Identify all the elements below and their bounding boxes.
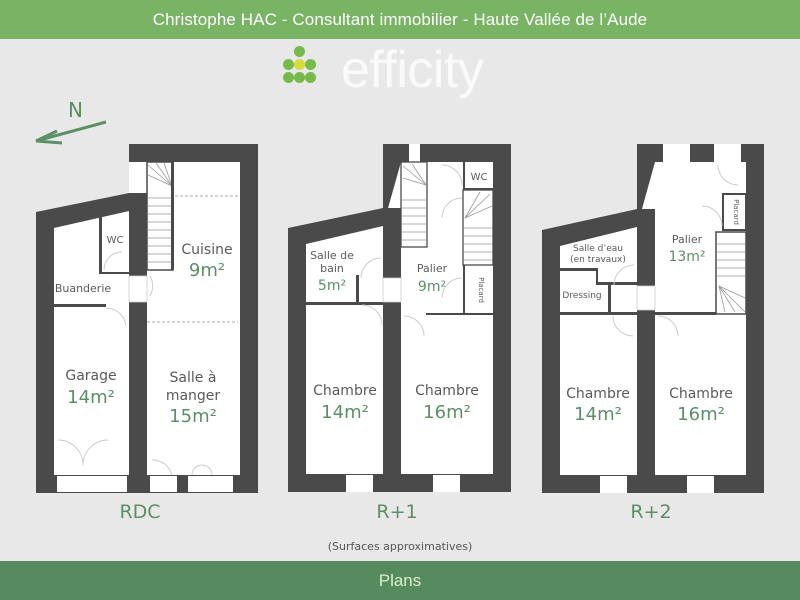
room-area-chambre: 16m² [677, 404, 725, 425]
room-area-salle-de-bain: 5m² [318, 278, 346, 294]
room-label-salle-d-eau-1: Salle d’eau [573, 244, 623, 254]
room-label-wc: WC [471, 172, 488, 183]
logo-dot [283, 59, 294, 70]
room-label-salle-d-eau-2: (en travaux) [570, 255, 626, 265]
room-area-salle-a-manger: 15m² [169, 406, 217, 427]
room-label-palier: Palier [417, 262, 448, 275]
room-area-chambre: 14m² [574, 404, 622, 425]
floor-label-r1: R+1 [376, 501, 417, 523]
room-area-cuisine: 9m² [189, 260, 225, 281]
header-banner: Christophe HAC - Consultant immobilier -… [0, 0, 800, 39]
room-label-salle-de-bain-2: bain [320, 262, 344, 275]
room-label-cuisine: Cuisine [181, 242, 232, 258]
room-label-placard: Placard [477, 277, 485, 303]
logo-dot-yellow [294, 59, 305, 70]
room-area-palier: 9m² [418, 279, 446, 295]
logo-dot [294, 46, 305, 57]
compass: N [35, 98, 107, 145]
floor-plan-r1: WC Salle de bain 5m² Palier 9m² Placard … [288, 144, 511, 523]
room-label-placard: Placard [732, 199, 740, 225]
room-area-chambre: 16m² [423, 402, 471, 423]
efficity-logo: efficity [283, 41, 523, 108]
room-label-chambre: Chambre [669, 386, 733, 402]
north-arrow-icon [35, 120, 107, 145]
compass-north-label: N [68, 98, 83, 122]
logo-dot [305, 59, 316, 70]
footer-banner: Plans [0, 561, 800, 600]
logo-dot [305, 72, 316, 83]
room-label-salle-de-bain-1: Salle de [310, 249, 354, 262]
room-area-chambre: 14m² [321, 402, 369, 423]
floor-plan-rdc: WC Cuisine 9m² Buanderie Garage 14m² Sal… [36, 144, 258, 523]
room-area-palier: 13m² [668, 249, 705, 265]
room-label-wc: WC [107, 235, 124, 246]
floor-label-rdc: RDC [119, 501, 160, 523]
room-label-palier: Palier [672, 233, 703, 246]
logo-dot [283, 72, 294, 83]
floor-label-r2: R+2 [630, 501, 671, 523]
room-label-garage: Garage [65, 368, 116, 384]
floor-plan-r2: Salle d’eau (en travaux) Dressing Palier… [542, 144, 764, 523]
surfaces-note: (Surfaces approximatives) [327, 540, 473, 553]
room-label-chambre: Chambre [313, 383, 377, 399]
logo-wordmark: efficity [341, 41, 484, 99]
room-area-garage: 14m² [67, 387, 115, 408]
logo-dot [294, 72, 305, 83]
room-label-salle-a-manger-1: Salle à [170, 370, 217, 386]
room-label-chambre: Chambre [566, 386, 630, 402]
room-label-salle-a-manger-2: manger [166, 388, 221, 404]
room-label-buanderie: Buanderie [55, 282, 112, 295]
room-label-chambre: Chambre [415, 383, 479, 399]
room-label-dressing: Dressing [562, 291, 601, 301]
